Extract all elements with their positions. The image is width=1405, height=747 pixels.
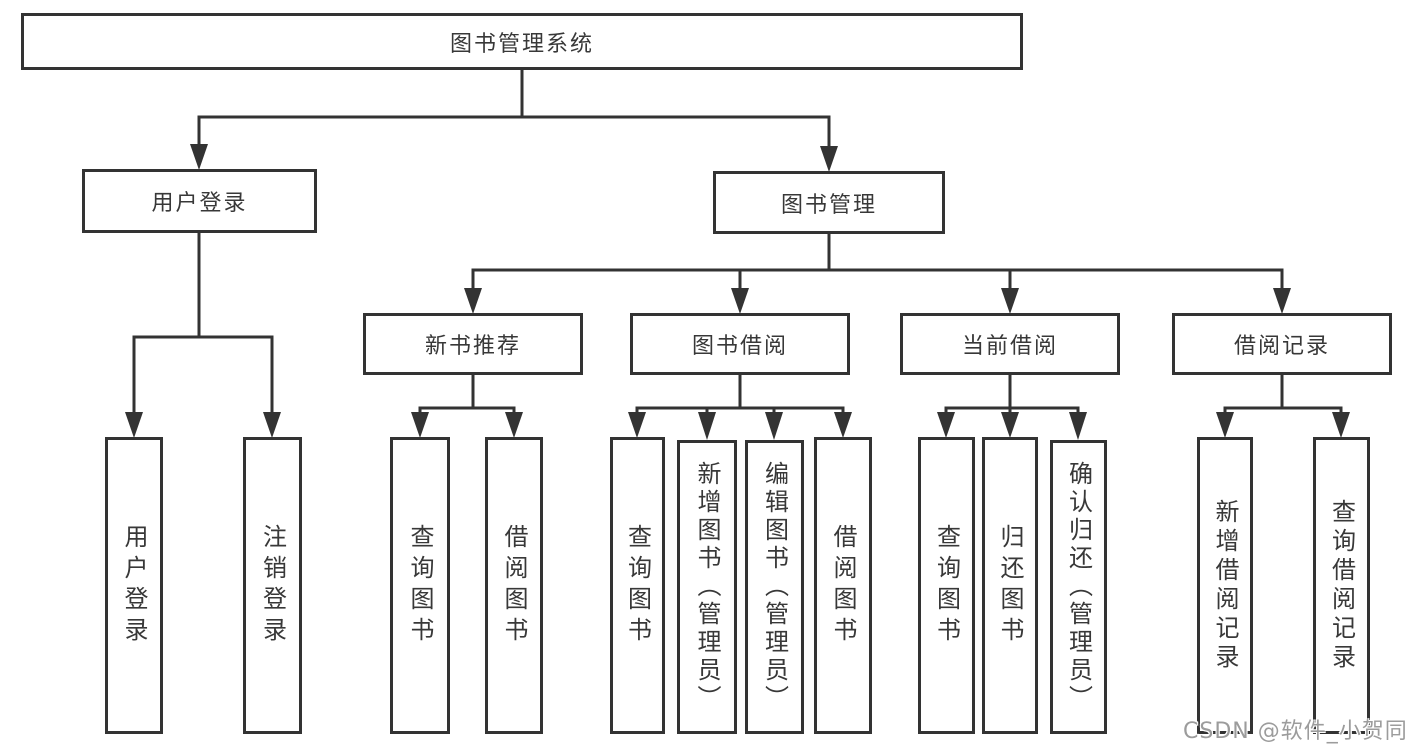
leaf-label: 借阅图书 xyxy=(829,523,857,648)
node-label: 当前借阅 xyxy=(961,334,1058,359)
leaf-borrow-query-book: 查询图书 xyxy=(610,437,665,734)
leaf-current-query-book: 查询图书 xyxy=(918,437,975,734)
leaf-label: 查询图书 xyxy=(406,523,434,648)
leaf-recommend-borrow-book: 借阅图书 xyxy=(485,437,543,734)
csdn-watermark: CSDN @软件_小贺同学 xyxy=(1183,719,1405,744)
leaf-label: 查询图书 xyxy=(932,523,961,648)
leaf-label: 新增图书（管理员） xyxy=(693,461,721,713)
node-root-label: 图书管理系统 xyxy=(449,31,594,57)
leaf-user-login: 用户登录 xyxy=(105,437,163,734)
node-borrow-record: 借阅记录 xyxy=(1172,313,1392,375)
leaf-label: 新增借阅记录 xyxy=(1211,498,1239,673)
node-current-borrow: 当前借阅 xyxy=(900,313,1120,375)
leaf-label: 借阅图书 xyxy=(500,523,528,648)
leaf-confirm-return-admin: 确认归还（管理员） xyxy=(1050,440,1107,734)
leaf-query-borrow-record: 查询借阅记录 xyxy=(1313,437,1370,734)
leaf-edit-book-admin: 编辑图书（管理员） xyxy=(745,440,804,734)
node-root: 图书管理系统 xyxy=(21,13,1023,70)
leaf-recommend-query-book: 查询图书 xyxy=(390,437,450,734)
arrowheads xyxy=(125,144,1350,440)
node-label: 图书管理 xyxy=(780,192,877,218)
leaf-label: 查询图书 xyxy=(623,523,652,648)
node-user-login-branch: 用户登录 xyxy=(82,169,317,233)
node-book-borrow: 图书借阅 xyxy=(630,313,850,375)
node-label: 借阅记录 xyxy=(1233,334,1330,359)
node-new-book-recommend: 新书推荐 xyxy=(363,313,583,375)
node-label: 用户登录 xyxy=(151,191,248,216)
leaf-label: 归还图书 xyxy=(996,523,1024,648)
leaf-borrow-book: 借阅图书 xyxy=(814,437,872,734)
leaf-label: 查询借阅记录 xyxy=(1327,498,1356,673)
leaf-add-book-admin: 新增图书（管理员） xyxy=(677,440,737,734)
leaf-label: 注销登录 xyxy=(258,523,287,648)
node-label: 图书借阅 xyxy=(691,334,788,359)
node-label: 新书推荐 xyxy=(424,334,521,359)
leaf-return-book: 归还图书 xyxy=(982,437,1038,734)
leaf-add-borrow-record: 新增借阅记录 xyxy=(1197,437,1253,734)
leaf-label: 编辑图书（管理员） xyxy=(760,461,789,713)
leaf-label: 确认归还（管理员） xyxy=(1064,461,1093,713)
node-book-management-branch: 图书管理 xyxy=(713,171,945,234)
leaf-logout-login: 注销登录 xyxy=(243,437,302,734)
leaf-label: 用户登录 xyxy=(120,523,148,648)
